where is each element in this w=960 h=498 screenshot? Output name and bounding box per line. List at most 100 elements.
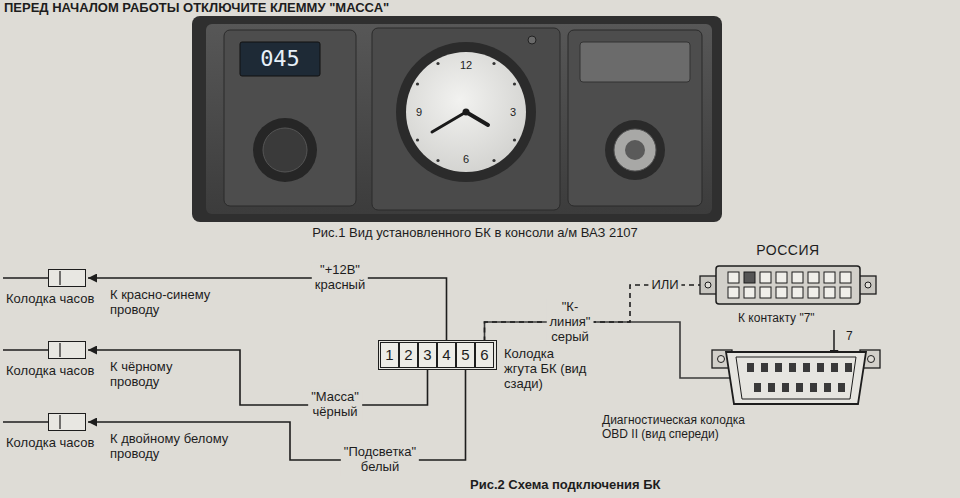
console-photo [192,16,722,222]
connector-label: РОССИЯ [700,242,876,258]
pin-contact [838,383,845,392]
connector-body [726,352,866,404]
clock-housing [372,28,560,210]
pin-socket [792,272,803,283]
pin-contact [810,383,817,392]
wire-label: "+12В" красный [312,262,368,294]
connector-label: Колодка часов [6,364,94,379]
console-panel [206,24,712,214]
pin-callout: К контакту "7" [738,312,815,326]
pin-socket [792,287,803,298]
pin-number: 2 [404,347,412,362]
pin-contact [824,383,831,392]
wire-stub [3,277,48,279]
wire-stub [3,349,48,351]
connector-divider [59,271,60,285]
pin-contact [789,363,796,372]
pin-contact [831,363,838,372]
pin-socket [824,287,835,298]
pin-number: 6 [480,347,488,362]
pin-socket [776,272,787,283]
clock-bezel [396,42,536,182]
pin-number: 7 [846,330,853,344]
pin-socket [744,287,755,298]
clock-numeral: 12 [460,59,472,72]
clock-tick [416,82,419,85]
figure-caption: Рис.1 Вид установленного БК в консоли а/… [230,226,720,241]
lighter-module [568,30,702,206]
obd-outline [712,348,880,408]
clock-connector: Колодка часов [48,341,86,359]
clock-tick [492,159,495,162]
pin-number: 5 [461,347,469,362]
clock-tick [416,138,419,141]
pin-number: 4 [442,347,450,362]
clock-tick [436,159,439,162]
pin-socket [760,272,771,283]
connector-divider [59,415,60,429]
clock-tick [513,82,516,85]
clock-outline [48,413,86,431]
clock-face [406,52,526,172]
computer-display [240,42,320,76]
pin-cell: 5 [456,342,475,368]
clock-hub [463,109,470,116]
clock-numeral: 3 [510,106,516,119]
computer-knob-cap [263,128,307,172]
clock-connector: Колодка часов [48,269,86,287]
wire-label: "Масса" чёрный [308,389,362,421]
obd2-connector: Диагностическая колодка OBD II (вид спер… [712,348,880,408]
wire-label: ИЛИ [648,277,681,294]
pin-cell: 1 [380,342,399,368]
clock-tick [436,62,439,65]
wire-note: К чёрному проводу [110,360,195,390]
lighter-button [625,140,645,160]
pin-contact [768,383,775,392]
pin-socket [728,272,739,283]
connector-label: Колодка жгута БК (вид сзади) [504,347,590,392]
pin-number: 1 [385,347,393,362]
mount-hole [718,356,725,363]
pin-contact [761,363,768,372]
pin-cell: 4 [437,342,456,368]
clock-numeral: 9 [416,106,422,119]
pin-contact [782,383,789,392]
pin-contact [817,363,824,372]
pin-socket [744,272,755,283]
pin-cell: 3 [418,342,437,368]
mount-hole [865,282,871,288]
pin-number: 3 [423,347,431,362]
clock-connector: Колодка часов [48,413,86,431]
lighter-socket [605,120,665,180]
wire-stub [3,421,48,423]
wire [88,278,447,342]
diagnostic-connector: РОССИЯ [700,264,876,306]
pin-socket [808,272,819,283]
figure-caption: Рис.2 Схема подключения БК [470,478,661,493]
pin-socket [840,272,851,283]
pin-contact [803,363,810,372]
minute-hand [432,112,466,132]
wire-note: К двойному белому проводу [110,432,245,462]
pin-socket [840,287,851,298]
indicator-lamp [528,36,536,44]
pin-contact [796,383,803,392]
lighter-ring [614,129,656,171]
wire-note: К красно-синему проводу [110,288,230,318]
pin-cell: 2 [399,342,418,368]
russia-outline [700,264,876,306]
warning-note: ПЕРЕД НАЧАЛОМ РАБОТЫ ОТКЛЮЧИТЕ КЛЕММУ "М… [4,1,389,16]
clock-outline [48,341,86,359]
clock-numeral: 6 [463,153,469,166]
computer-module [224,30,356,206]
hour-hand [466,112,488,125]
display-readout: 045 [260,46,300,71]
clock-outline [48,269,86,287]
wire-label: "Подсветка" белый [341,444,419,476]
pin-contact [845,363,852,372]
connector-label: Диагностическая колодка OBD II (вид спер… [602,414,752,442]
connector-label: Колодка часов [6,436,94,451]
pin-socket [824,272,835,283]
pin-contact [754,383,761,392]
